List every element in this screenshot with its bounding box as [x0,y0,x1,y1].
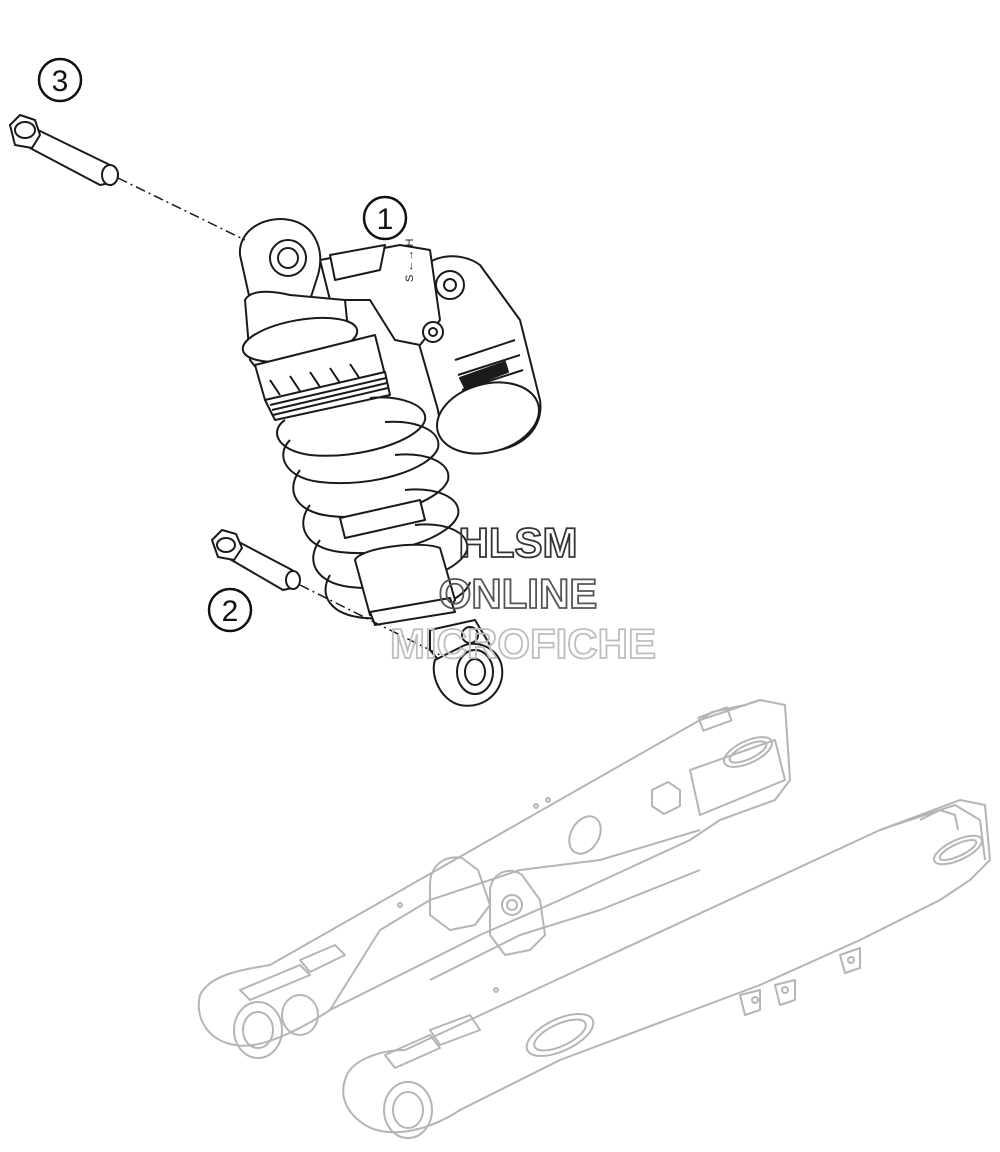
watermark: HLSM ONLINE MICROFICHE [389,518,657,668]
callout-2[interactable]: 2 [207,587,253,633]
callout-3[interactable]: 3 [37,57,83,103]
shock-absorber: S ←→ H [238,218,542,707]
lower-bolt-axis-line [299,584,441,656]
reservoir-decal: S ←→ H [404,239,416,282]
watermark-line-1: HLSM [459,519,578,566]
callout-2-label: 2 [222,595,239,628]
watermark-line-2: ONLINE [439,570,598,617]
swingarm [197,699,991,1139]
upper-bolt-axis-line [117,177,246,241]
lower-bolt [211,529,301,591]
callout-1[interactable]: 1 [362,195,408,241]
callout-3-label: 3 [52,65,69,98]
watermark-line-3: MICROFICHE [390,620,656,667]
callout-1-label: 1 [377,203,394,236]
upper-bolt [9,114,119,186]
